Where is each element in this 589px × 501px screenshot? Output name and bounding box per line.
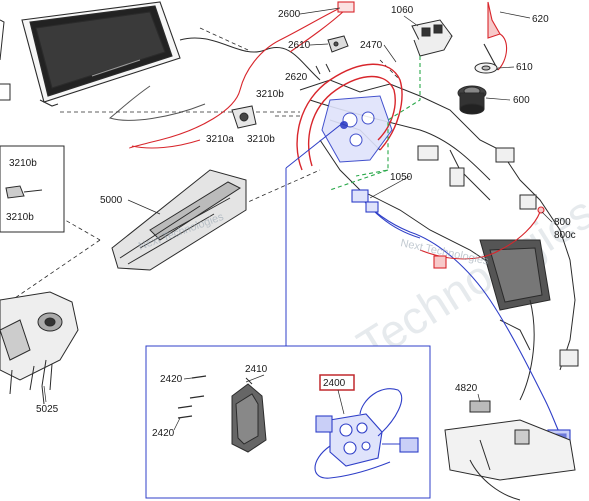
part-labels: 2600 1060 620 2610 2470 610 2620 3210b 6… <box>6 5 576 439</box>
label-2420-b: 2420 <box>152 428 175 439</box>
main-harness-assembly <box>299 79 579 401</box>
ignition-600 <box>457 85 487 115</box>
label-5000: 5000 <box>100 195 123 206</box>
cover-2410 <box>231 377 267 453</box>
screws-2620 <box>315 63 331 75</box>
bracket-4820 <box>444 400 576 501</box>
label-800: 800 <box>554 217 571 228</box>
display-screen <box>21 1 181 107</box>
green-dashed-link <box>329 56 421 191</box>
label-3210b-inset2: 3210b <box>6 212 34 223</box>
connector-3210 <box>231 105 257 129</box>
label-3210b-top: 3210b <box>256 89 284 100</box>
label-2610: 2610 <box>288 40 311 51</box>
label-leaders <box>43 7 553 431</box>
label-620: 620 <box>532 14 549 25</box>
label-1050: 1050 <box>390 172 413 183</box>
detail-inset <box>145 121 431 499</box>
red-harness-2470 <box>296 63 403 171</box>
display-cable-loop <box>108 85 206 121</box>
inset-box-3210b <box>0 145 65 233</box>
red-harness-800 <box>419 206 545 269</box>
switch-housing-top <box>321 95 393 163</box>
switch-assembly-2400 <box>314 388 419 479</box>
screws-2420 <box>177 375 207 419</box>
highlight-box-2400 <box>319 374 355 391</box>
label-2620: 2620 <box>285 72 308 83</box>
ring-610 <box>474 62 498 74</box>
label-5025: 5025 <box>36 404 59 415</box>
label-2600: 2600 <box>278 9 301 20</box>
connector-620 <box>483 1 508 71</box>
label-600: 600 <box>513 95 530 106</box>
label-610: 610 <box>516 62 533 73</box>
bracket-edge <box>0 19 5 61</box>
connector-2610 <box>327 35 349 53</box>
module-5000 <box>111 169 247 271</box>
label-800c: 800c <box>554 230 576 241</box>
switch-1060 <box>411 19 453 57</box>
label-2400: 2400 <box>323 378 346 389</box>
label-3210b-mid: 3210b <box>247 134 275 145</box>
label-2470: 2470 <box>360 40 383 51</box>
label-2420-a: 2420 <box>160 374 183 385</box>
label-2410: 2410 <box>245 364 268 375</box>
mount-5025 <box>0 291 79 405</box>
label-3210b-inset1: 3210b <box>9 158 37 169</box>
label-1060: 1060 <box>391 5 414 16</box>
bracket-fragment <box>0 83 11 101</box>
label-4820: 4820 <box>455 383 478 394</box>
red-harness-2600 <box>129 1 355 149</box>
label-3210a: 3210a <box>206 134 234 145</box>
